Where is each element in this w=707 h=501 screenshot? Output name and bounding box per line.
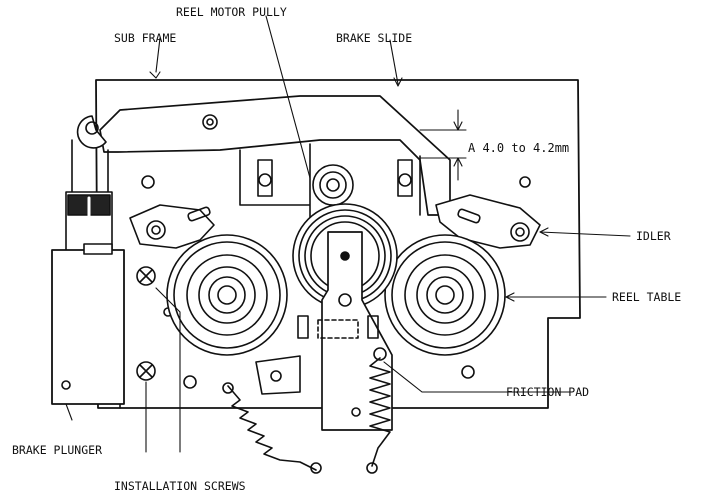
- lower-bracket: [255, 355, 301, 395]
- label-installation-screws: INSTALLATION SCREWS: [114, 479, 246, 493]
- label-reel-table: REEL TABLE: [612, 290, 681, 304]
- installation-screw-lower: [136, 361, 156, 381]
- left-slot: [257, 159, 273, 197]
- brake-slide-inner: [239, 143, 421, 231]
- arm-pivot: [338, 293, 352, 307]
- sub-frame-plate: [95, 79, 581, 409]
- right-spring-hook: [373, 347, 387, 361]
- c-clip-hole: [85, 121, 99, 135]
- left-spring: [227, 385, 317, 471]
- right-spring: [369, 357, 391, 467]
- right-bracket-slot: [457, 208, 481, 224]
- pad-clip-left: [297, 315, 309, 339]
- left-spring-hook: [222, 382, 234, 394]
- brake-slide: [99, 95, 451, 216]
- frame-hole: [519, 176, 531, 188]
- frame-hole: [141, 175, 155, 189]
- arm-hole: [351, 407, 361, 417]
- plunger-hole: [61, 380, 71, 390]
- label-dimension: A 4.0 to 4.2mm: [468, 141, 569, 155]
- brake-arm: [321, 231, 393, 431]
- c-clip: [76, 115, 107, 149]
- label-brake-plunger: BRAKE PLUNGER: [12, 443, 102, 457]
- left-bracket-screw: [146, 220, 166, 240]
- brake-plunger-body: [51, 249, 125, 405]
- reel-motor-pulley-outer: [312, 164, 354, 206]
- leader-lines: [65, 15, 631, 453]
- frame-hole: [183, 375, 197, 389]
- slide-rivet: [202, 114, 218, 130]
- right-reel-table: [384, 234, 506, 356]
- plunger-tab: [83, 243, 113, 255]
- plunger-arrow-icon: [78, 196, 100, 234]
- left-bracket-screw-core: [151, 225, 161, 235]
- label-idler: IDLER: [636, 229, 671, 243]
- label-reel-motor-pully: REEL MOTOR PULLY: [176, 5, 287, 19]
- idler-hub: [340, 251, 350, 261]
- left-reel-table: [166, 234, 288, 356]
- left-spring-hook-lower: [310, 462, 322, 474]
- installation-screw-upper: [136, 266, 156, 286]
- label-sub-frame: SUB FRAME: [114, 31, 176, 45]
- frame-hole: [461, 365, 475, 379]
- right-slot: [397, 159, 413, 197]
- slide-rivet-core: [206, 118, 214, 126]
- lower-bracket-hole: [270, 370, 282, 382]
- reel-motor-pulley-mid: [319, 171, 347, 199]
- right-bracket-screw: [510, 222, 530, 242]
- left-bracket-slot: [187, 206, 211, 222]
- right-bracket: [435, 194, 541, 249]
- pad-clip-right: [367, 315, 379, 339]
- right-slot-screw: [398, 173, 412, 187]
- dimension-marker: [419, 109, 467, 181]
- right-bracket-screw-core: [515, 227, 525, 237]
- left-slot-screw: [258, 173, 272, 187]
- reel-motor-pulley-inner: [326, 178, 340, 192]
- label-friction-pad: FRICTION PAD: [506, 385, 589, 399]
- label-brake-slide: BRAKE SLIDE: [336, 31, 412, 45]
- right-spring-hook-lower: [366, 462, 378, 474]
- friction-pad: [317, 319, 359, 339]
